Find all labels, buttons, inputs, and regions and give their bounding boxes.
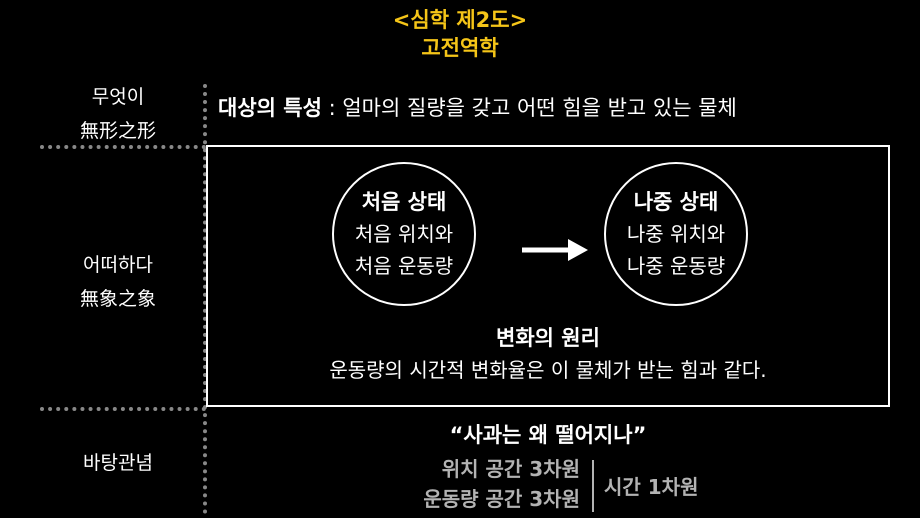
final-state-circle: 나중 상태 나중 위치와 나중 운동량 bbox=[604, 162, 748, 306]
arrow-right-icon bbox=[522, 239, 588, 261]
label-how-korean: 어떠하다 bbox=[83, 254, 153, 276]
momentum-space-dim: 운동량 공간 3차원 bbox=[423, 487, 580, 511]
diagram-title: 고전역학 bbox=[421, 36, 499, 60]
label-what: 무엇이 無形之形 bbox=[28, 80, 208, 148]
diagram-number: <심학 제2도> bbox=[392, 8, 528, 32]
initial-state-position: 처음 위치와 bbox=[354, 222, 454, 246]
initial-state-circle: 처음 상태 처음 위치와 처음 운동량 bbox=[332, 162, 476, 306]
principle-statement: 운동량의 시간적 변화율은 이 물체가 받는 힘과 같다. bbox=[329, 358, 767, 382]
position-space-dim: 위치 공간 3차원 bbox=[441, 457, 580, 481]
label-how-hanja: 無象之象 bbox=[79, 288, 156, 310]
final-state-title: 나중 상태 bbox=[633, 190, 719, 214]
time-dimension: 시간 1차원 bbox=[604, 475, 699, 499]
space-dimensions: 위치 공간 3차원 운동량 공간 3차원 bbox=[423, 454, 580, 514]
object-definition: 얼마의 질량을 갖고 어떤 힘을 받고 있는 물체 bbox=[342, 96, 737, 120]
label-how: 어떠하다 無象之象 bbox=[28, 248, 208, 316]
initial-state-momentum: 처음 운동량 bbox=[354, 254, 454, 278]
principle-of-change: 변화의 원리 운동량의 시간적 변화율은 이 물체가 받는 힘과 같다. bbox=[206, 324, 890, 388]
dotted-divider-top bbox=[40, 145, 206, 149]
final-state-position: 나중 위치와 bbox=[626, 222, 726, 246]
final-state-momentum: 나중 운동량 bbox=[626, 254, 726, 278]
object-separator: : bbox=[321, 96, 343, 120]
label-what-korean: 무엇이 bbox=[91, 86, 145, 108]
initial-state-title: 처음 상태 bbox=[361, 190, 447, 214]
label-basis: 바탕관념 bbox=[28, 446, 208, 480]
label-basis-text: 바탕관념 bbox=[83, 452, 153, 474]
label-what-hanja: 無形之形 bbox=[79, 120, 156, 142]
dimension-separator bbox=[592, 460, 594, 512]
object-term: 대상의 특성 bbox=[218, 96, 322, 120]
basis-quote: “사과는 왜 떨어지나” bbox=[449, 423, 647, 447]
object-characteristic: 대상의 특성 : 얼마의 질량을 갖고 어떤 힘을 받고 있는 물체 bbox=[218, 92, 737, 122]
dotted-divider-vertical bbox=[203, 84, 207, 514]
dynamics-box bbox=[206, 145, 890, 407]
diagram-header: <심학 제2도> 고전역학 bbox=[0, 6, 920, 62]
dotted-divider-bottom bbox=[40, 407, 206, 411]
principle-title: 변화의 원리 bbox=[496, 326, 600, 350]
